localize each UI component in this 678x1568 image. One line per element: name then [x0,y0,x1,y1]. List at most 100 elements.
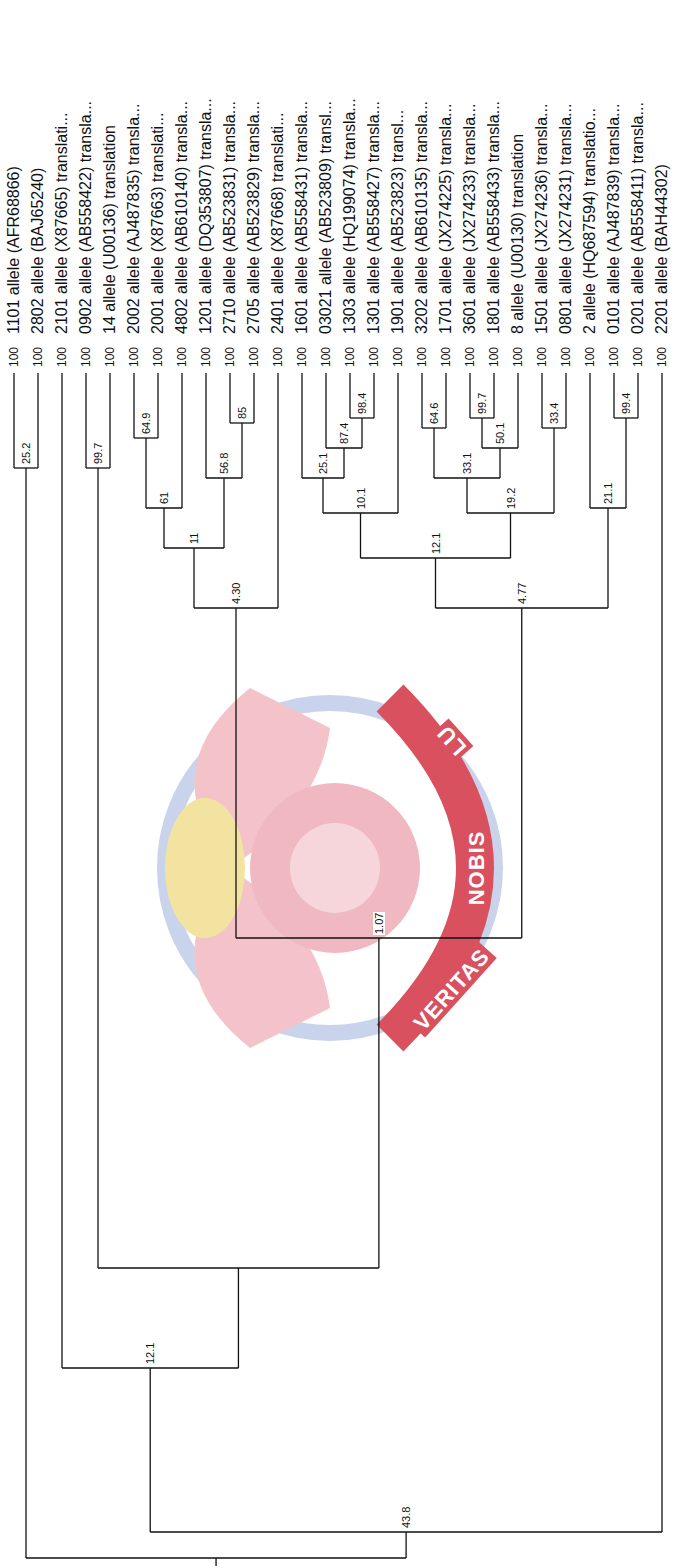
support-value: 100 [560,346,573,368]
support-value: 100 [656,346,669,368]
tree-branch [541,373,542,428]
tree-branch [405,1532,406,1558]
support-value: 100 [200,346,213,368]
tree-branch [241,423,242,478]
tree-branch [343,448,344,478]
leaf-label: 2 allele (HQ687594) translatio... [581,108,599,334]
support-value: 100 [8,346,21,368]
tree-branch [229,373,230,423]
support-value: 100 [512,346,525,368]
support-value: 100 [296,346,309,368]
leaf-label: 1901 allele (AB523823) transl... [389,110,407,334]
support-value: 64.9 [140,412,152,435]
tree-branch [661,373,662,1532]
tree-branch [223,478,224,548]
support-value: 100 [32,346,45,368]
support-value: 100 [440,346,453,368]
tree-branch [301,373,302,478]
tree-branch [253,373,254,423]
leaf-label: 1301 allele (AB558427) transla... [365,101,383,334]
support-value: 85 [236,406,248,420]
support-value: 61 [158,491,170,505]
support-value: 100 [272,346,285,368]
tree-branch [361,418,362,448]
leaf-label: 2002 allele (AJ487835) transla... [125,104,143,334]
support-value: 33.1 [461,452,473,475]
leaf-label: 1501 allele (JX274236) transla... [533,104,551,334]
support-value: 100 [368,346,381,368]
tree-branch [445,373,446,428]
tree-branch [109,373,110,468]
support-value: 19.2 [505,487,517,510]
support-value: 43.8 [400,1506,412,1529]
leaf-label: 3202 allele (AB610135) transla... [413,101,431,334]
support-value: 100 [344,346,357,368]
tree-branch [25,468,26,1558]
support-value: 33.4 [548,402,560,425]
tree-branch [37,373,38,468]
support-value: 25.1 [317,452,329,475]
tree-branch [13,373,14,468]
support-value: 99.4 [620,392,632,415]
support-value: 100 [248,346,261,368]
support-value: 99.7 [92,442,104,465]
support-value: 100 [104,346,117,368]
support-value: 100 [320,346,333,368]
support-value: 100 [632,346,645,368]
tree-branch [625,418,626,508]
tree-branch [193,548,194,608]
tree-branch [466,478,467,513]
tree-branch [517,373,518,448]
tree-branch [360,513,361,558]
tree-branch [607,508,608,608]
leaf-label: 2101 allele (X87665) translati... [53,113,71,334]
leaf-label: 2802 allele (BAJ65240) [29,168,47,334]
leaf-label: 1101 allele (AFR68866) [5,166,23,334]
tree-branch [215,1558,216,1566]
support-value: 100 [176,346,189,368]
support-value: 50.1 [494,422,506,445]
support-value: 100 [416,346,429,368]
tree-branch [235,608,236,938]
support-value: 100 [464,346,477,368]
support-value: 21.1 [602,482,614,505]
logo-center-inner [290,823,380,913]
logo-center [250,783,420,953]
tree-branch [97,468,98,1268]
leaf-label: 1801 allele (AB558433) transla... [485,101,503,334]
tree-branch [238,1268,239,1368]
tree-branch [163,508,164,548]
tree-branch [637,373,638,418]
tree-branch [613,373,614,418]
support-value: 12.1 [144,1342,156,1365]
support-value: 11 [188,532,200,545]
tree-branch [145,438,146,508]
tree-branch [378,938,379,1268]
support-value: 98.4 [356,392,368,415]
support-value: 12.1 [430,532,442,555]
tree-branch [589,373,590,508]
leaf-label: 0801 allele (JX274231) transla... [557,104,575,334]
leaf-label: 1303 allele (HQ199074) transla... [341,98,359,334]
support-value: 100 [56,346,69,368]
support-value: 87.4 [338,422,350,445]
tree-branch [421,373,422,428]
tree-branch [61,373,62,1368]
support-value: 100 [584,346,597,368]
support-value: 10.1 [355,487,367,510]
tree-branch [521,608,522,938]
leaf-label: 1201 allele (DQ353807) transla... [197,98,215,334]
tree-branch [133,373,134,438]
leaf-label: 4802 allele (AB610140) transla... [173,101,191,334]
watermark-text: NOBIS [465,828,489,909]
support-value: 100 [488,346,501,368]
tree-branch [373,373,374,418]
leaf-label: 14 allele (U00136) translation [101,125,119,334]
support-value: 25.2 [20,442,32,465]
support-value: 100 [536,346,549,368]
leaf-label: 8 allele (U00130) translation [509,134,527,334]
leaf-label: 1701 allele (JX274225) transla... [437,104,455,334]
leaf-label: 2705 allele (AB523829) transla... [245,101,263,334]
leaf-label: 03021 allele (AB523809) transl... [317,101,335,334]
tree-branch [181,373,182,508]
